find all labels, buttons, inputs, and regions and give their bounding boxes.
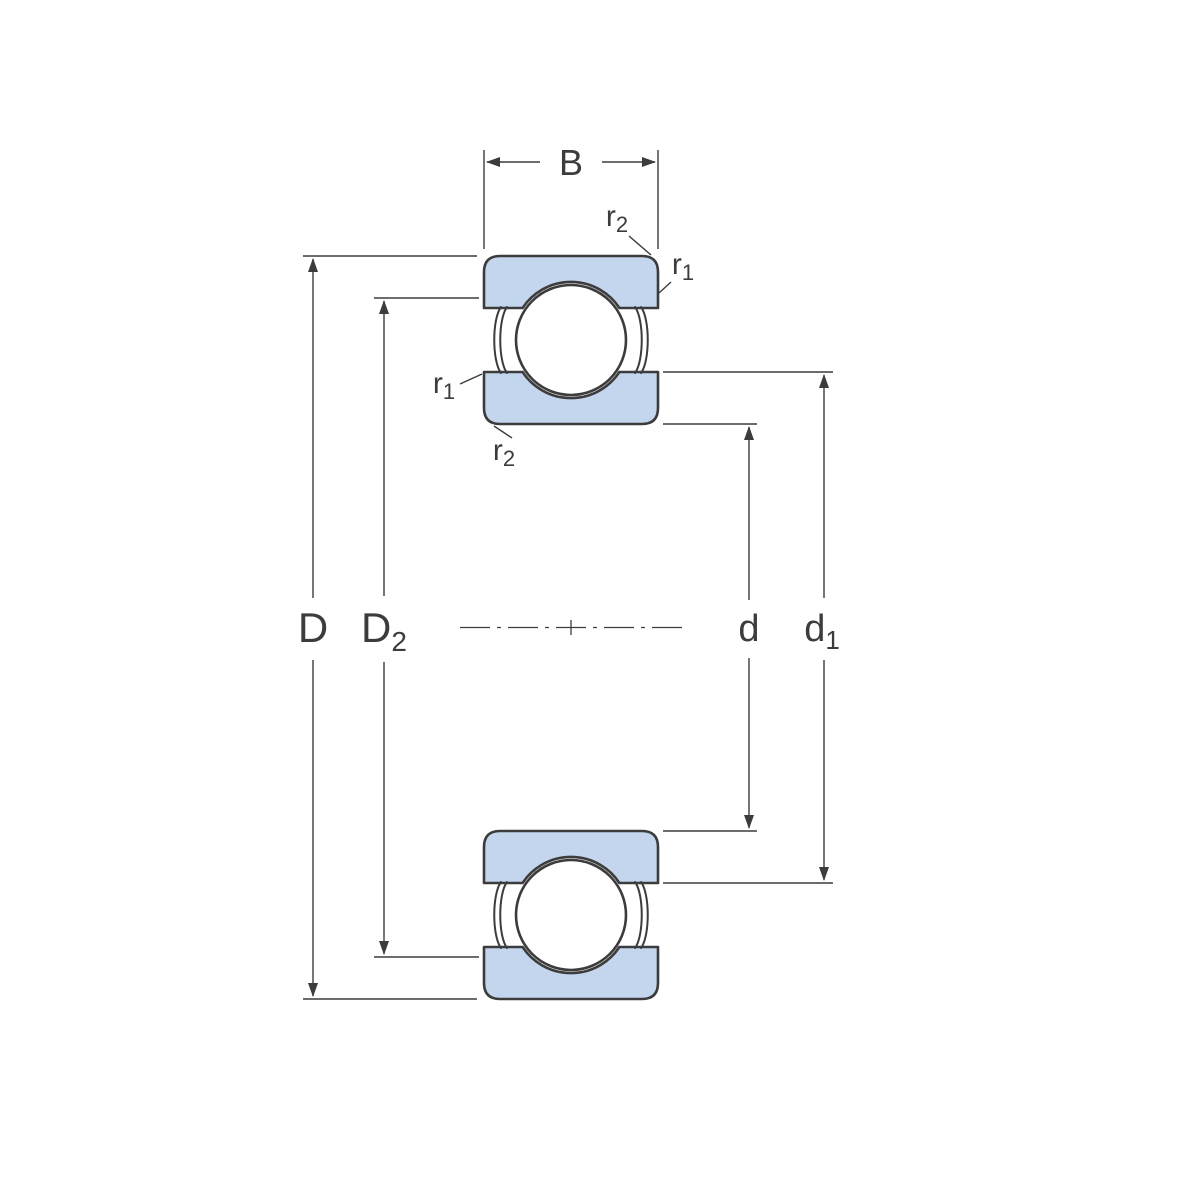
shield-left-top [493, 306, 508, 374]
label-r1-left: r1 [433, 367, 455, 404]
ball-top [514, 283, 628, 397]
shield-right-top [634, 306, 649, 374]
label-D: D [298, 604, 328, 651]
bearing-top-section [482, 254, 660, 426]
leader-r1-upper [658, 281, 672, 294]
fillet-labels: r2 r1 r1 r2 [433, 200, 694, 471]
dimension-D2: D2 [361, 297, 479, 958]
inner-ring-top [482, 370, 660, 426]
dimension-d1: d1 [663, 371, 840, 884]
label-d: d [738, 608, 759, 650]
dimension-d: d [663, 423, 760, 832]
leader-r1-left [459, 373, 483, 385]
leader-r2-upper [628, 235, 652, 256]
dimension-B: B [483, 142, 659, 249]
centerline [460, 620, 682, 635]
leader-r2-left [493, 425, 513, 439]
shield-left-bottom [493, 881, 508, 949]
outer-ring-bottom [482, 945, 660, 1001]
outer-ring-top [482, 254, 660, 310]
label-r2-left: r2 [493, 434, 515, 471]
ball-bottom [514, 858, 628, 972]
label-d1: d1 [804, 608, 840, 655]
dimension-D: D [298, 255, 477, 1000]
label-r1-upper: r1 [672, 248, 694, 285]
inner-ring-bottom [482, 829, 660, 885]
label-r2-upper: r2 [606, 200, 628, 237]
label-D2: D2 [361, 604, 407, 657]
bearing-bottom-section [482, 829, 660, 1001]
shield-right-bottom [634, 881, 649, 949]
label-B: B [559, 142, 583, 183]
